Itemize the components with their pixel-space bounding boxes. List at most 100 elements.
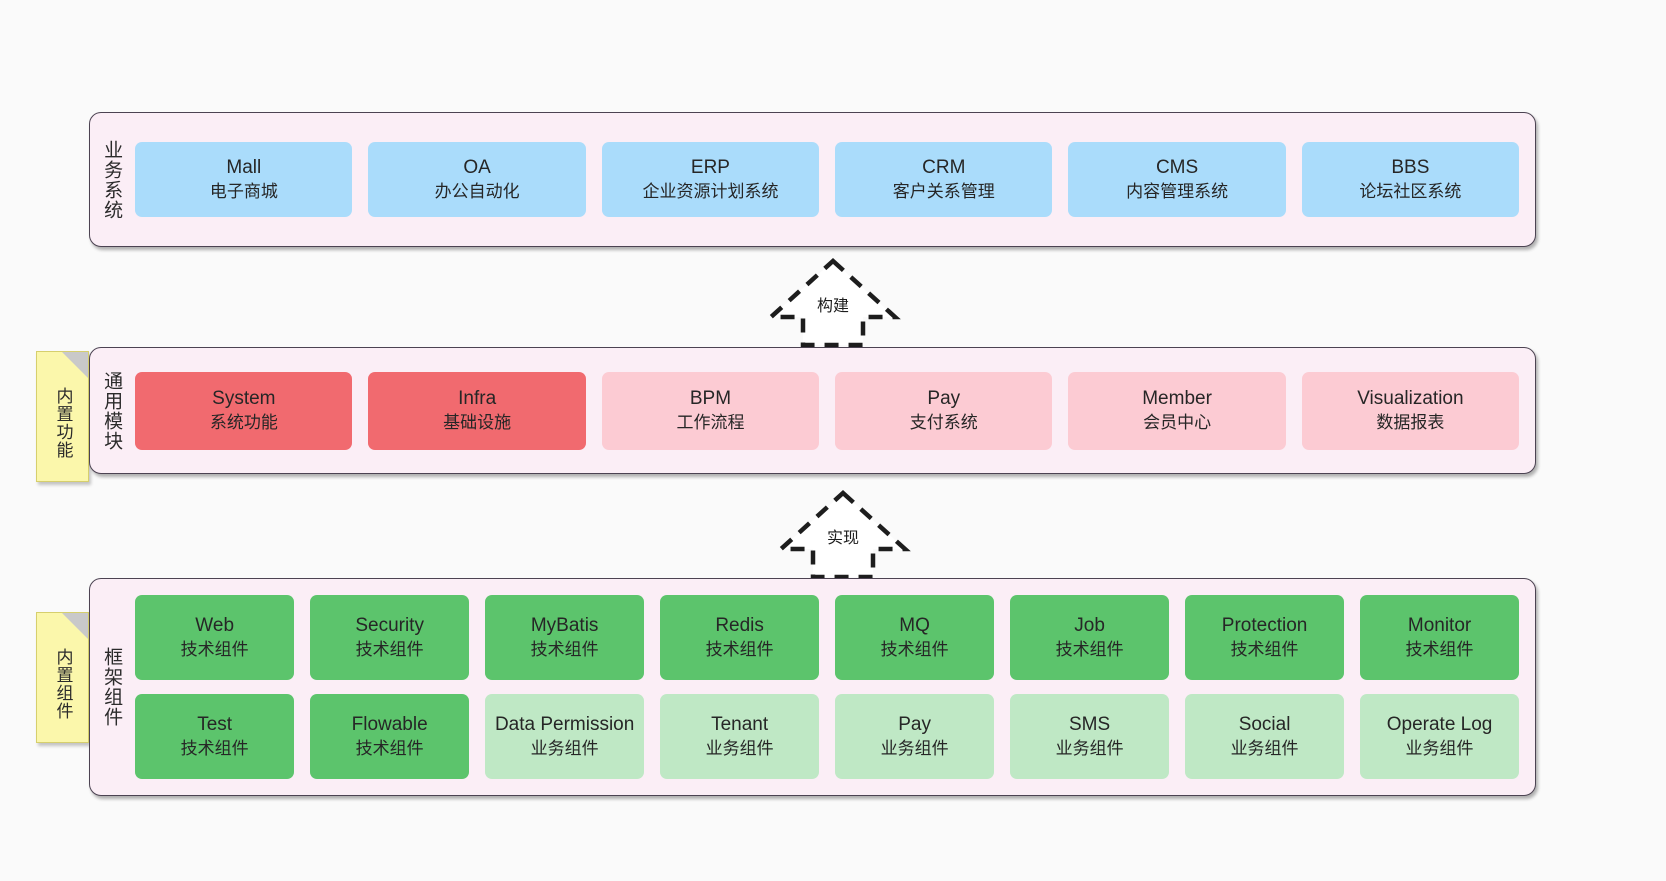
component-kind: 技术组件: [180, 738, 249, 758]
component-kind: 业务组件: [1405, 738, 1474, 758]
module-subtitle: 支付系统: [909, 412, 978, 432]
component-name: Social: [1238, 714, 1291, 736]
module-crm[interactable]: CRM 客户关系管理: [835, 142, 1053, 217]
component-name: Web: [195, 615, 235, 637]
module-name: BPM: [689, 388, 732, 410]
module-name: Infra: [458, 388, 497, 410]
component-mybatis[interactable]: MyBatis 技术组件: [485, 595, 645, 680]
component-job[interactable]: Job 技术组件: [1010, 595, 1170, 680]
module-name: CRM: [922, 157, 966, 179]
arrow-build-label: 构建: [817, 298, 850, 315]
module-bpm[interactable]: BPM 工作流程: [601, 371, 820, 450]
module-name: Mall: [226, 157, 262, 179]
page-fold-icon: [62, 352, 88, 378]
component-tenant[interactable]: Tenant 业务组件: [660, 694, 820, 779]
layer-label-common: 通用模块: [101, 370, 123, 451]
cell-row: Test 技术组件 Flowable 技术组件 Data Permission …: [135, 694, 1520, 779]
layer-business-systems: 业务系统 Mall 电子商城 OA 办公自动化 ERP 企业资源计划系统 CRM…: [89, 112, 1536, 247]
component-pay[interactable]: Pay 业务组件: [835, 694, 995, 779]
component-data-permission[interactable]: Data Permission 业务组件: [485, 694, 645, 779]
module-name: CMS: [1155, 157, 1199, 179]
component-kind: 技术组件: [705, 639, 774, 659]
component-name: Pay: [898, 714, 931, 736]
module-subtitle: 办公自动化: [434, 181, 520, 201]
module-system[interactable]: System 系统功能: [135, 371, 353, 450]
component-name: Protection: [1221, 615, 1308, 637]
component-flowable[interactable]: Flowable 技术组件: [310, 694, 470, 779]
component-kind: 业务组件: [1230, 738, 1299, 758]
module-subtitle: 数据报表: [1376, 412, 1445, 432]
module-name: BBS: [1391, 157, 1430, 179]
component-mq[interactable]: MQ 技术组件: [835, 595, 995, 680]
component-kind: 业务组件: [530, 738, 599, 758]
component-security[interactable]: Security 技术组件: [310, 595, 470, 680]
module-subtitle: 电子商城: [209, 181, 278, 201]
component-redis[interactable]: Redis 技术组件: [660, 595, 820, 680]
component-name: Data Permission: [494, 714, 635, 736]
module-oa[interactable]: OA 办公自动化: [368, 142, 586, 217]
component-sms[interactable]: SMS 业务组件: [1010, 694, 1170, 779]
component-kind: 技术组件: [1055, 639, 1124, 659]
component-name: Job: [1074, 615, 1105, 637]
cell-row: System 系统功能 Infra 基础设施 BPM 工作流程 Pay 支付系统…: [135, 371, 1520, 450]
module-name: Visualization: [1357, 388, 1464, 410]
module-pay[interactable]: Pay 支付系统: [835, 371, 1053, 450]
component-web[interactable]: Web 技术组件: [135, 595, 295, 680]
component-kind: 技术组件: [530, 639, 599, 659]
component-kind: 技术组件: [1405, 639, 1474, 659]
component-name: Operate Log: [1386, 714, 1493, 736]
component-name: SMS: [1068, 714, 1111, 736]
component-kind: 技术组件: [355, 639, 424, 659]
component-name: Security: [355, 615, 424, 637]
component-social[interactable]: Social 业务组件: [1185, 694, 1345, 779]
module-member[interactable]: Member 会员中心: [1068, 371, 1286, 450]
cell-row: Web 技术组件 Security 技术组件 MyBatis 技术组件 Redi…: [135, 595, 1520, 680]
module-mall[interactable]: Mall 电子商城: [135, 142, 353, 217]
layer-common-cells: System 系统功能 Infra 基础设施 BPM 工作流程 Pay 支付系统…: [129, 371, 1535, 450]
component-name: MQ: [899, 615, 930, 637]
module-subtitle: 内容管理系统: [1126, 181, 1229, 201]
component-name: Flowable: [351, 714, 428, 736]
component-kind: 业务组件: [1055, 738, 1124, 758]
note-builtin-features: 内置功能: [36, 351, 89, 482]
module-name: System: [212, 388, 276, 410]
page-fold-icon: [62, 613, 88, 639]
component-name: Test: [197, 714, 233, 736]
module-bbs[interactable]: BBS 论坛社区系统: [1301, 142, 1520, 217]
module-subtitle: 企业资源计划系统: [642, 181, 779, 201]
note-text: 内置组件: [53, 647, 73, 720]
layer-common-modules: 通用模块 System 系统功能 Infra 基础设施 BPM 工作流程 Pay…: [89, 347, 1536, 474]
layer-framework-components: 框架组件 Web 技术组件 Security 技术组件 MyBatis 技术组件…: [89, 578, 1536, 796]
note-builtin-components: 内置组件: [36, 612, 89, 743]
component-name: Monitor: [1407, 615, 1472, 637]
component-monitor[interactable]: Monitor 技术组件: [1360, 595, 1520, 680]
module-visualization[interactable]: Visualization 数据报表: [1301, 371, 1520, 450]
module-subtitle: 会员中心: [1143, 412, 1212, 432]
layer-framework-cells: Web 技术组件 Security 技术组件 MyBatis 技术组件 Redi…: [129, 595, 1535, 779]
module-name: ERP: [690, 157, 730, 179]
component-kind: 技术组件: [180, 639, 249, 659]
component-kind: 技术组件: [880, 639, 949, 659]
component-operate-log[interactable]: Operate Log 业务组件: [1360, 694, 1520, 779]
layer-label-framework: 框架组件: [101, 647, 123, 727]
component-kind: 技术组件: [1230, 639, 1299, 659]
note-text: 内置功能: [53, 386, 73, 459]
component-kind: 技术组件: [355, 738, 424, 758]
module-infra[interactable]: Infra 基础设施: [368, 371, 586, 450]
layer-business-cells: Mall 电子商城 OA 办公自动化 ERP 企业资源计划系统 CRM 客户关系…: [129, 142, 1535, 217]
component-name: Redis: [715, 615, 764, 637]
module-erp[interactable]: ERP 企业资源计划系统: [601, 142, 820, 217]
module-cms[interactable]: CMS 内容管理系统: [1068, 142, 1286, 217]
module-name: OA: [463, 157, 491, 179]
component-name: Tenant: [711, 714, 769, 736]
module-subtitle: 系统功能: [209, 412, 278, 432]
cell-row: Mall 电子商城 OA 办公自动化 ERP 企业资源计划系统 CRM 客户关系…: [135, 142, 1520, 217]
module-subtitle: 基础设施: [443, 412, 512, 432]
module-subtitle: 工作流程: [676, 412, 745, 432]
component-test[interactable]: Test 技术组件: [135, 694, 295, 779]
module-subtitle: 客户关系管理: [892, 181, 995, 201]
module-name: Pay: [927, 388, 961, 410]
component-kind: 业务组件: [880, 738, 949, 758]
component-protection[interactable]: Protection 技术组件: [1185, 595, 1345, 680]
module-name: Member: [1142, 388, 1212, 410]
